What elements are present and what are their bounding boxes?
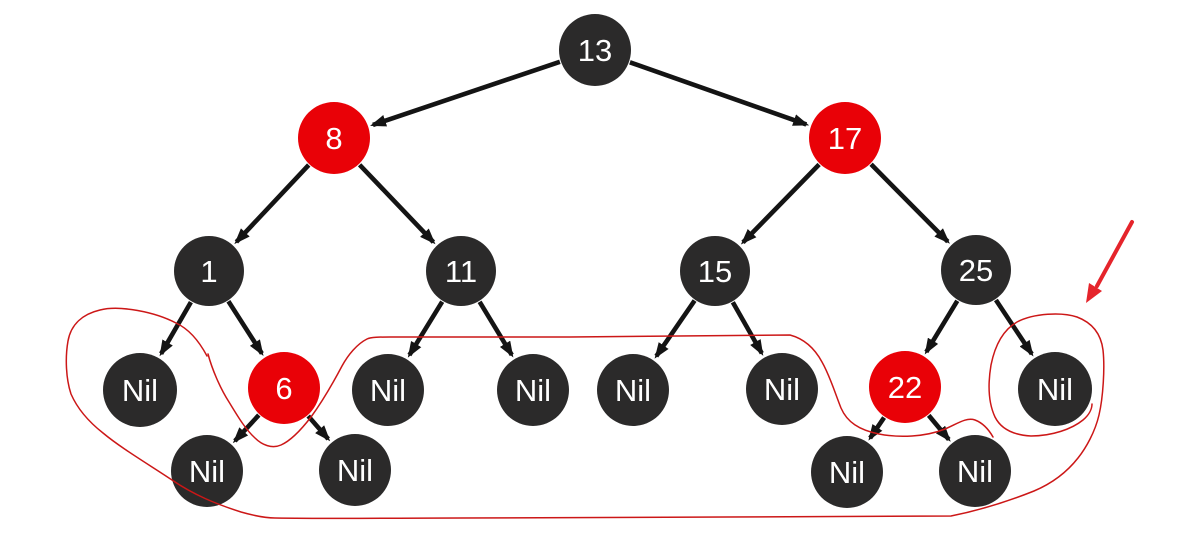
node-label: Nil	[337, 453, 373, 488]
node-circle	[809, 102, 881, 174]
node-circle	[298, 102, 370, 174]
nil-node-nil-11R: Nil	[497, 354, 569, 426]
node-label: Nil	[189, 454, 225, 489]
nil-node-nil-15L: Nil	[597, 354, 669, 426]
tree-node-6: 6	[248, 352, 320, 424]
tree-edge-6-nil-6R	[306, 414, 331, 442]
tree-edge-25-nil-25R	[993, 298, 1034, 357]
nil-node-nil-25R: Nil	[1018, 352, 1092, 426]
tree-edge-22-nil-22L	[868, 416, 886, 441]
tree-edge-17-25	[869, 162, 950, 244]
node-label: 15	[698, 254, 732, 289]
pointer-arrowhead-icon	[1086, 283, 1102, 303]
tree-edge-11-nil-11L	[407, 300, 445, 358]
node-label: Nil	[515, 373, 551, 408]
node-label: 1	[200, 254, 217, 289]
nil-node-nil-11L: Nil	[352, 354, 424, 426]
tree-node-8: 8	[298, 102, 370, 174]
tree-node-25: 25	[941, 235, 1011, 305]
tree-edge-25-22	[924, 299, 960, 355]
hand-drawn-enclosure-2	[207, 334, 994, 448]
node-circle	[939, 435, 1011, 507]
node-label: Nil	[615, 373, 651, 408]
node-circle	[352, 354, 424, 426]
node-label: Nil	[829, 455, 865, 490]
annotation-layer	[65, 307, 1105, 520]
tree-node-17: 17	[809, 102, 881, 174]
node-circle	[811, 436, 883, 508]
nil-node-nil-6R: Nil	[319, 434, 391, 506]
node-circle	[103, 353, 177, 427]
node-circle	[171, 435, 243, 507]
node-circle	[597, 354, 669, 426]
tree-edge-15-nil-15L	[654, 299, 697, 359]
node-label: 13	[578, 33, 612, 68]
node-circle	[746, 353, 818, 425]
node-circle	[174, 236, 244, 306]
tree-node-22: 22	[869, 351, 941, 423]
tree-edge-1-6	[226, 300, 264, 357]
hand-drawn-enclosure-1	[65, 307, 1105, 520]
node-circle	[319, 434, 391, 506]
node-label: Nil	[122, 373, 158, 408]
nil-node-nil-1L: Nil	[103, 353, 177, 427]
tree-node-15: 15	[680, 236, 750, 306]
node-label: 8	[325, 121, 342, 156]
tree-edge-8-1	[234, 163, 311, 245]
tree-edge-13-8	[370, 59, 561, 128]
tree-edge-8-11	[357, 163, 436, 245]
node-label: 11	[445, 254, 477, 289]
nil-node-nil-6L: Nil	[171, 435, 243, 507]
node-circle	[559, 14, 631, 86]
tree-node-11: 11	[426, 236, 496, 306]
nil-node-nil-15R: Nil	[746, 353, 818, 425]
node-circle	[941, 235, 1011, 305]
tree-edge-1-nil-1L	[159, 300, 193, 357]
nil-node-nil-22L: Nil	[811, 436, 883, 508]
edge-layer	[159, 59, 1034, 444]
tree-edge-15-nil-15R	[730, 301, 764, 356]
pointer-arrow-shaft	[1095, 220, 1134, 288]
node-label: 17	[828, 121, 862, 156]
node-circle	[1018, 352, 1092, 426]
node-circle	[869, 351, 941, 423]
node-circle	[248, 352, 320, 424]
node-label: Nil	[764, 372, 800, 407]
tree-edge-22-nil-22R	[926, 413, 951, 442]
node-label: 6	[275, 371, 292, 406]
tree-node-13: 13	[559, 14, 631, 86]
node-circle	[680, 236, 750, 306]
node-label: Nil	[1037, 372, 1073, 407]
tree-edge-11-nil-11R	[477, 300, 514, 358]
tree-node-1: 1	[174, 236, 244, 306]
node-label: 25	[959, 253, 993, 288]
node-circle	[497, 354, 569, 426]
node-circle	[426, 236, 496, 306]
node-label: 22	[888, 370, 922, 405]
nil-node-nil-22R: Nil	[939, 435, 1011, 507]
tree-edge-13-17	[629, 60, 810, 127]
red-pointer-arrow	[1086, 220, 1134, 303]
node-label: Nil	[957, 454, 993, 489]
tree-edge-17-15	[740, 162, 821, 245]
node-label: Nil	[370, 373, 406, 408]
